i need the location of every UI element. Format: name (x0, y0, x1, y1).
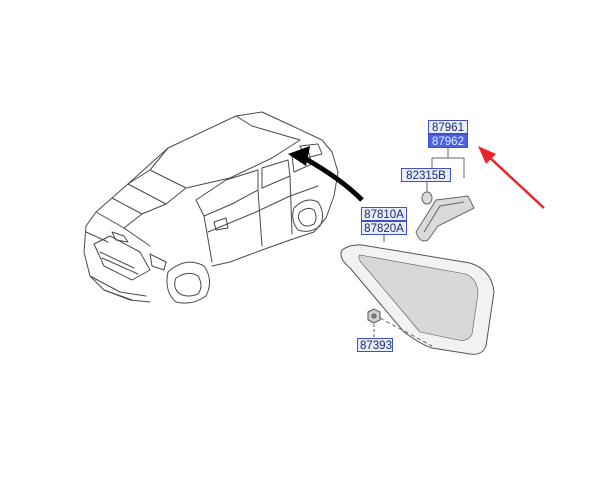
part-label-87393[interactable]: 87393 (357, 338, 393, 352)
part-label-87810a[interactable]: 87810A (361, 207, 407, 221)
part-label-87962[interactable]: 87962 (428, 134, 468, 148)
part-label-82315b[interactable]: 82315B (401, 168, 451, 182)
callout-arrow (288, 146, 364, 202)
part-label-87820a[interactable]: 87820A (361, 221, 407, 235)
garnish-label-stack: 87961 87962 (428, 120, 468, 148)
part-label-87961[interactable]: 87961 (428, 120, 468, 134)
vehicle-illustration (83, 111, 339, 304)
glass-label-stack: 87810A 87820A (361, 207, 407, 235)
clip-illustration (421, 191, 433, 205)
red-pointer-arrow (478, 146, 545, 209)
quarter-glass-illustration (340, 244, 495, 355)
garnish-illustration (415, 195, 475, 242)
leader-lines (373, 146, 465, 347)
fastener-illustration (367, 308, 381, 324)
